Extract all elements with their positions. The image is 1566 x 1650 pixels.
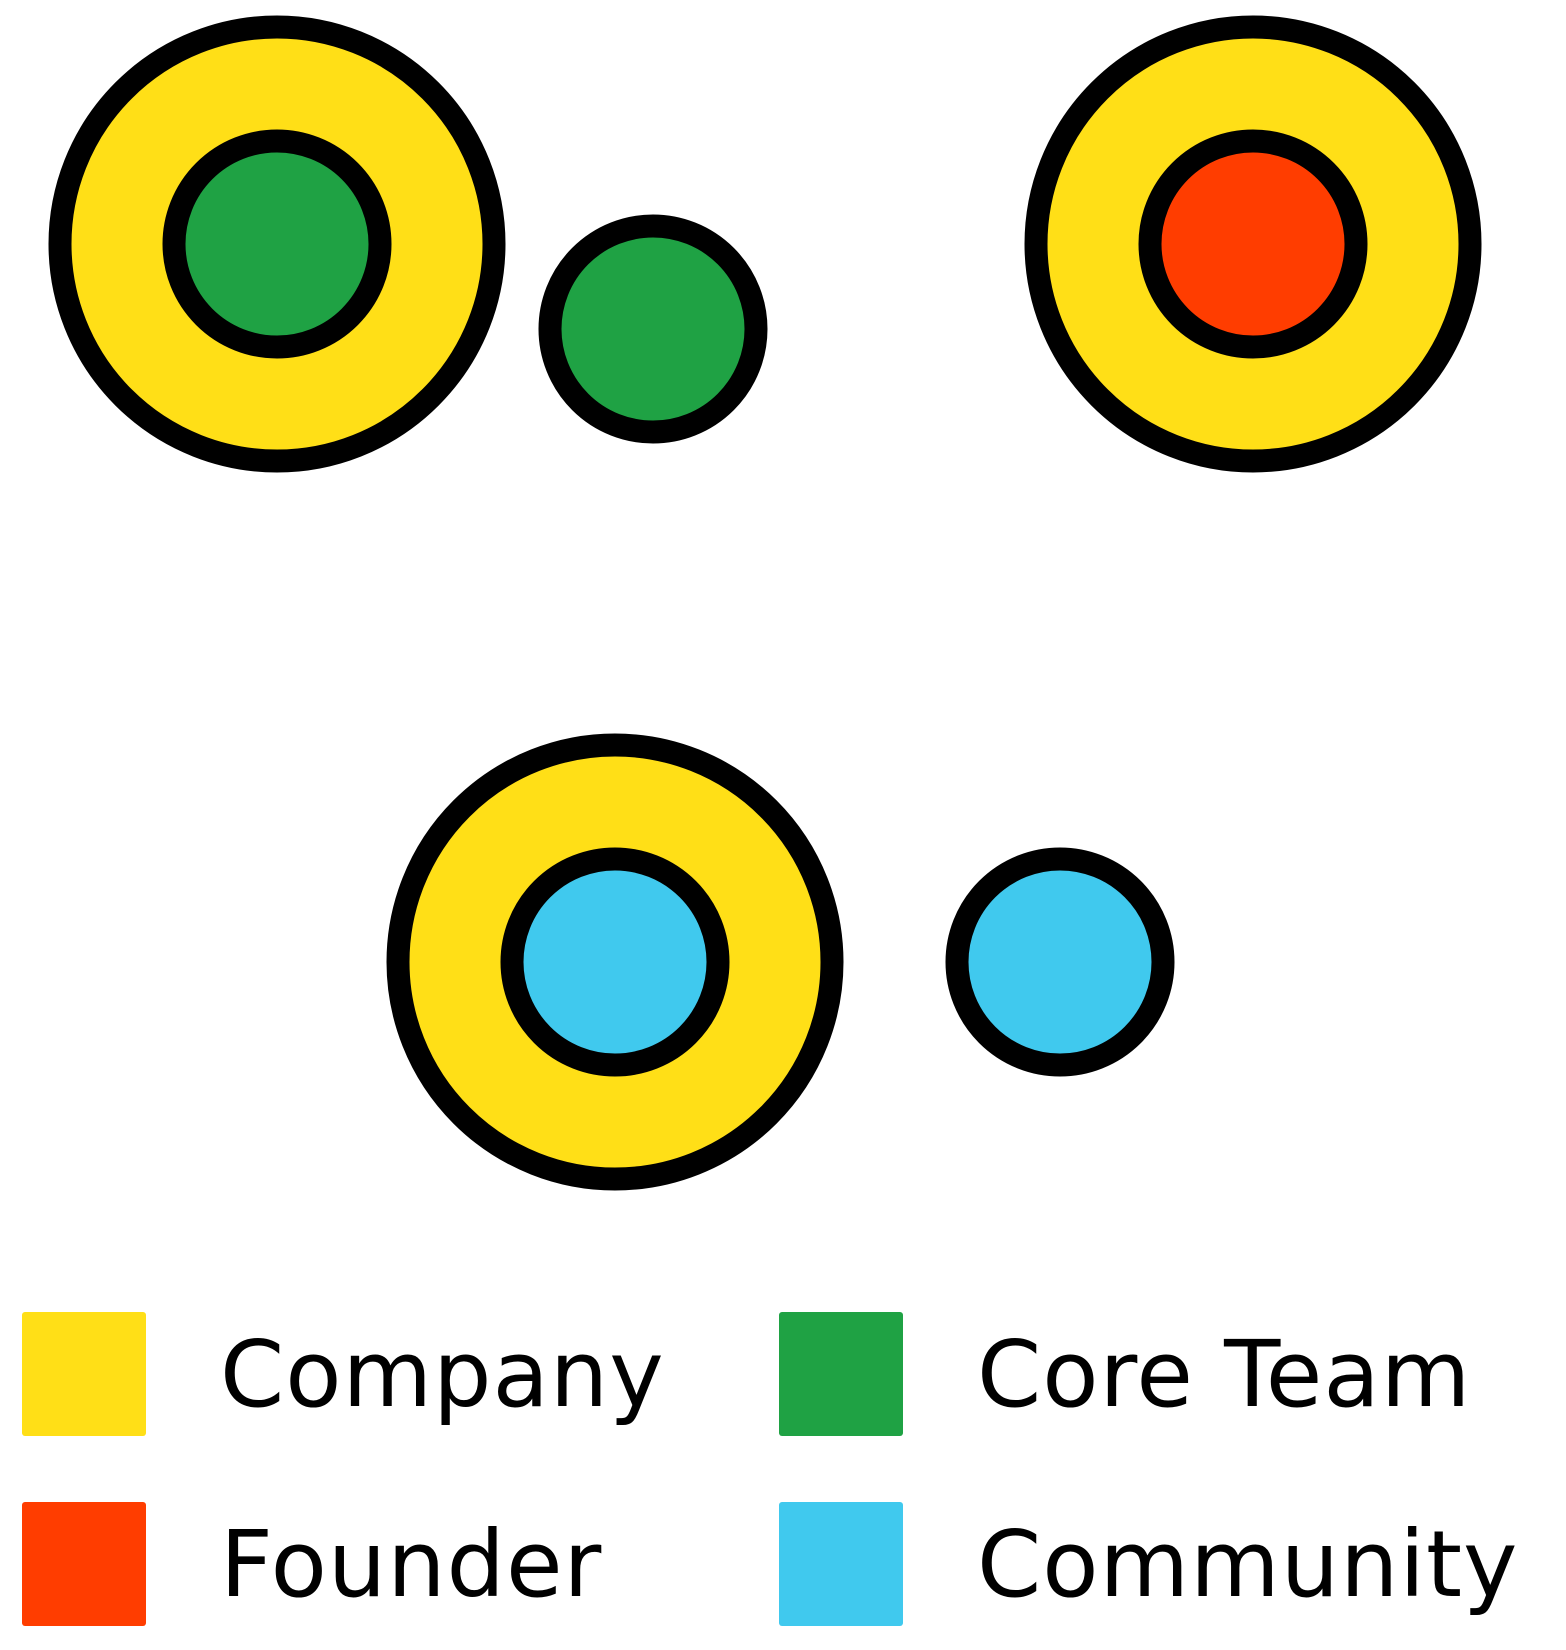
company-with-core-team-inner-circle (162, 129, 392, 359)
legend-label-founder: Founder (220, 1510, 603, 1618)
legend-swatch-community (779, 1502, 903, 1626)
legend-swatch-company (22, 1312, 146, 1436)
legend-item-community: Community (779, 1502, 1518, 1626)
legend-label-company: Company (220, 1320, 665, 1428)
company-with-founder-inner-circle (1138, 129, 1368, 359)
company-with-community-inner-circle (500, 847, 730, 1077)
legend-swatch-founder (22, 1502, 146, 1626)
legend-swatch-core-team (779, 1312, 903, 1436)
core-team-standalone-inner-circle (538, 214, 768, 444)
legend-label-community: Community (977, 1510, 1519, 1618)
community-standalone-inner-circle (945, 847, 1175, 1077)
legend-item-founder: Founder (22, 1502, 602, 1626)
legend-item-company: Company (22, 1312, 665, 1436)
legend-item-core-team: Core Team (779, 1312, 1471, 1436)
legend-label-core-team: Core Team (977, 1320, 1472, 1428)
